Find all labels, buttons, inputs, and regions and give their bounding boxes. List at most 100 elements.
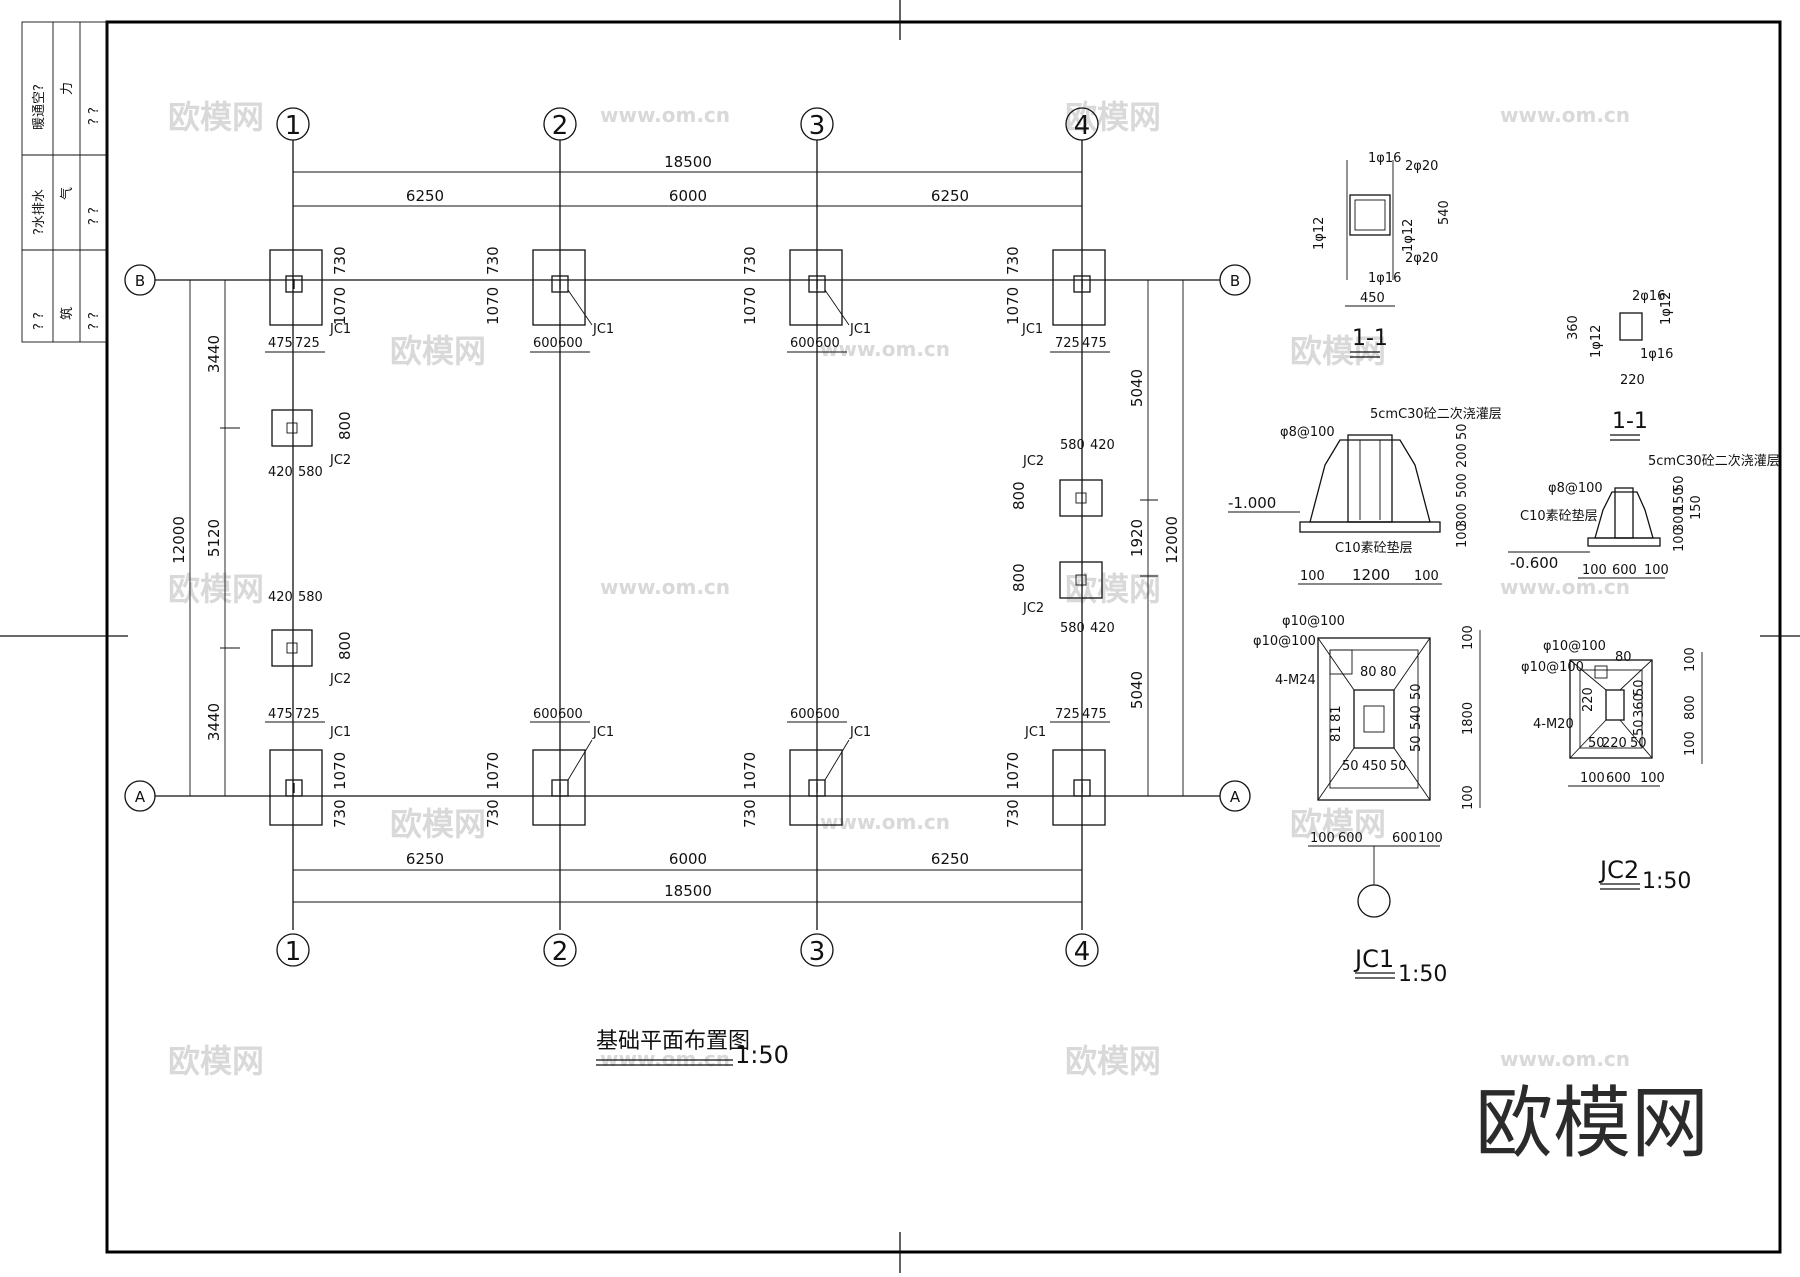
title-block-build: 筑 (59, 307, 75, 320)
svg-text:580: 580 (298, 465, 323, 480)
watermark-url: www.om.cn (1500, 575, 1630, 599)
svg-text:580: 580 (1060, 621, 1085, 636)
svg-text:800: 800 (336, 411, 354, 440)
svg-text:50: 50 (1632, 719, 1647, 736)
svg-text:420: 420 (1090, 621, 1115, 636)
svg-text:475: 475 (1082, 707, 1107, 722)
dim-left-total: 12000 (170, 516, 188, 564)
svg-text:50: 50 (1588, 736, 1605, 751)
svg-text:81: 81 (1329, 725, 1344, 742)
detail-footing-section-jc1: 5cmC30砼二次浇灌层 φ8@100 -1.000 C10素砼垫层 50 20… (1228, 406, 1502, 585)
dim-bay3-bottom: 6250 (931, 850, 969, 868)
dim-left-b: 5120 (205, 519, 223, 557)
axis-bubble-B (1219, 264, 1251, 296)
svg-text:150: 150 (1672, 487, 1687, 512)
svg-text:80: 80 (1360, 665, 1377, 680)
dim-bay1-bottom: 6250 (406, 850, 444, 868)
svg-text:100: 100 (1300, 569, 1325, 584)
svg-text:800: 800 (1683, 695, 1698, 720)
level-mark: -1.000 (1228, 494, 1276, 512)
svg-text:300: 300 (1455, 503, 1470, 528)
svg-text:100: 100 (1672, 527, 1687, 552)
svg-text:800: 800 (1010, 481, 1028, 510)
svg-text:C10素砼垫层: C10素砼垫层 (1520, 508, 1598, 524)
footing-jc1-B1: I 730 1070 JC1 475 725 (265, 246, 351, 353)
svg-text:475: 475 (268, 707, 293, 722)
svg-text:730: 730 (741, 246, 759, 275)
footing-jc1-A4: I 1070 730 JC1 725 475 (1004, 707, 1110, 828)
svg-text:730: 730 (331, 799, 349, 828)
svg-text:730: 730 (331, 246, 349, 275)
svg-text:I: I (1080, 782, 1084, 797)
svg-text:50: 50 (1632, 679, 1647, 696)
svg-text:100: 100 (1418, 831, 1443, 846)
detail-footing-plan-jc2: φ10@100 φ10@100 4-M20 80 220 50 360 50 5… (1521, 639, 1703, 894)
detail-column-section-1: 1φ16 2φ20 1φ12 1φ12 2φ20 1φ16 540 450 1-… (1312, 151, 1452, 358)
footing-jc1-B4: I 730 1070 JC1 725 475 (1004, 246, 1110, 353)
axis-label-A: A (1230, 788, 1241, 806)
axis-bubble-2 (543, 107, 577, 141)
svg-text:730: 730 (484, 246, 502, 275)
svg-text:580: 580 (1060, 438, 1085, 453)
title-block: 暖通空? ?水排水 ? ? 力 气 筑 ? ? ? ? ? ? (21, 21, 108, 343)
axis-label-4: 4 (1074, 111, 1091, 141)
svg-text:I: I (292, 782, 296, 797)
svg-text:360: 360 (1566, 315, 1581, 340)
axis-label-2: 2 (552, 111, 569, 141)
dim-right-a: 5040 (1128, 369, 1146, 407)
axis-label-B: B (1230, 272, 1240, 290)
watermark-url: www.om.cn (600, 103, 730, 127)
foundation-plan: 1 2 3 4 1 2 3 4 B B A A 18500 6250 6000 … (124, 107, 1251, 1069)
svg-text:50: 50 (1672, 475, 1687, 492)
svg-text:420: 420 (268, 465, 293, 480)
svg-text:1φ16: 1φ16 (1368, 271, 1401, 286)
watermark-logo: 欧模网 (1475, 1079, 1709, 1169)
svg-text:725: 725 (1055, 336, 1080, 351)
footing-label: JC2 (1022, 454, 1044, 469)
svg-text:C10素砼垫层: C10素砼垫层 (1335, 540, 1413, 556)
svg-text:1070: 1070 (1004, 752, 1022, 790)
svg-text:50: 50 (1455, 423, 1470, 440)
svg-text:80: 80 (1615, 650, 1632, 665)
svg-text:420: 420 (1090, 438, 1115, 453)
svg-text:800: 800 (1010, 563, 1028, 592)
svg-text:φ10@100: φ10@100 (1543, 639, 1606, 654)
svg-text:1800: 1800 (1461, 702, 1476, 735)
watermark: 欧模网 (168, 1042, 264, 1080)
watermark: 欧模网 (168, 570, 264, 608)
svg-text:150: 150 (1689, 495, 1704, 520)
svg-text:1070: 1070 (331, 287, 349, 325)
dim-right-total: 12000 (1163, 516, 1181, 564)
footing-label: JC1 (849, 322, 871, 337)
svg-text:100: 100 (1455, 523, 1470, 548)
svg-text:450: 450 (1362, 759, 1387, 774)
axis-bubble-2 (543, 933, 577, 967)
section-label: 1-1 (1352, 326, 1388, 351)
svg-text:475: 475 (268, 336, 293, 351)
svg-text:1070: 1070 (484, 287, 502, 325)
svg-text:1070: 1070 (331, 752, 349, 790)
plan-title: 基础平面布置图 (596, 1029, 750, 1054)
detail-column-section-2: 2φ16 1φ12 360 1φ12 1φ16 220 1-1 (1566, 289, 1674, 441)
svg-text:600: 600 (558, 336, 583, 351)
svg-text:600: 600 (815, 336, 840, 351)
axis-label-A: A (135, 788, 146, 806)
svg-text:81: 81 (1329, 705, 1344, 722)
watermark-url: www.om.cn (600, 575, 730, 599)
footing-label: JC1 (1021, 322, 1043, 337)
title-block-hvac: 暖通空? (32, 84, 47, 130)
watermark-url: www.om.cn (1500, 103, 1630, 127)
axis-bubble-B (124, 264, 156, 296)
svg-text:50: 50 (1342, 759, 1359, 774)
svg-text:730: 730 (1004, 246, 1022, 275)
axis-bubble-1 (276, 107, 310, 141)
svg-text:220: 220 (1620, 373, 1645, 388)
footing-jc1-B2: I 730 1070 JC1 600 600 (484, 246, 614, 353)
axis-label-2: 2 (552, 937, 569, 967)
svg-text:100: 100 (1461, 625, 1476, 650)
svg-text:4-M24: 4-M24 (1275, 673, 1316, 688)
svg-text:725: 725 (1055, 707, 1080, 722)
footing-label: JC1 (329, 725, 351, 740)
svg-text:600: 600 (533, 707, 558, 722)
